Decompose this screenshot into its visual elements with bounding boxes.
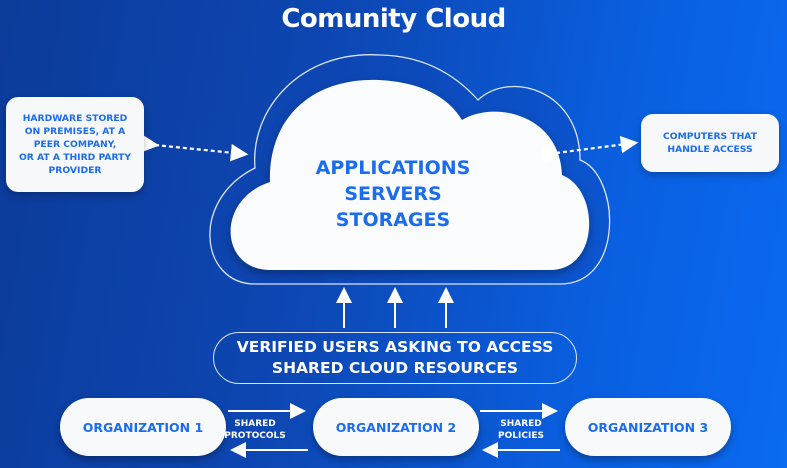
organization-3: ORGANIZATION 3 <box>565 398 731 456</box>
hardware-card: HARDWARE STORED ON PREMISES, AT A PEER C… <box>6 97 144 192</box>
link-label-line: POLICIES <box>498 431 544 441</box>
dotted-double-arrow-icon <box>541 135 639 164</box>
cloud-line-applications: APPLICATIONS <box>315 157 471 179</box>
hardware-card-line: PROVIDER <box>48 165 102 176</box>
hardware-card-line: PEER COMPANY, <box>33 139 117 150</box>
computers-card-line: COMPUTERS THAT <box>663 131 757 142</box>
shared-policies-label: SHARED POLICIES <box>481 418 561 442</box>
link-label-line: SHARED <box>500 419 542 429</box>
organization-2: ORGANIZATION 2 <box>313 398 479 456</box>
cloud-resources: APPLICATIONS SERVERS STORAGES <box>268 155 518 233</box>
hardware-card-line: ON PREMISES, AT A <box>24 126 126 137</box>
page-title: Comunity Cloud <box>281 4 506 34</box>
link-label-line: PROTOCOLS <box>224 431 286 441</box>
cloud-line-servers: SERVERS <box>344 183 442 205</box>
dotted-double-arrow-icon <box>140 134 249 162</box>
organization-1: ORGANIZATION 1 <box>60 398 226 456</box>
computers-card: COMPUTERS THAT HANDLE ACCESS <box>641 114 779 172</box>
verified-users-pill: VERIFIED USERS ASKING TO ACCESS SHARED C… <box>213 332 577 384</box>
cloud-shape <box>230 79 590 270</box>
shared-protocols-label: SHARED PROTOCOLS <box>215 418 295 442</box>
cloud-line-storages: STORAGES <box>335 209 451 231</box>
verified-line: SHARED CLOUD RESOURCES <box>271 359 519 377</box>
verified-line: VERIFIED USERS ASKING TO ACCESS <box>236 338 554 356</box>
link-label-line: SHARED <box>234 419 276 429</box>
computers-card-line: HANDLE ACCESS <box>667 144 753 155</box>
hardware-card-line: HARDWARE STORED <box>22 113 128 124</box>
hardware-card-line: OR AT A THIRD PARTY <box>18 152 132 163</box>
